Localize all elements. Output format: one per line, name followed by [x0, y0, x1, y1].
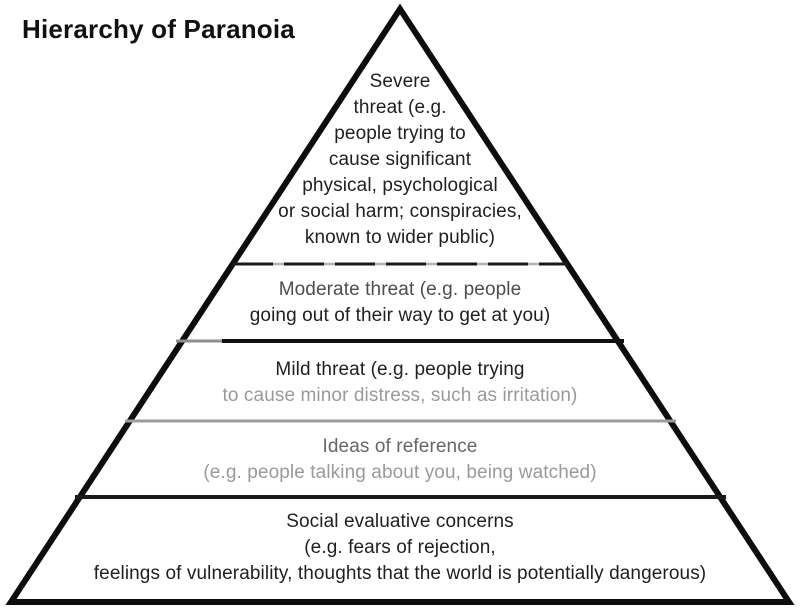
level-text-line: cause significant [328, 149, 472, 170]
level-text-line: Social evaluative concerns [286, 511, 514, 532]
level-ideas-of-reference: Ideas of reference (e.g. people talking … [0, 434, 800, 486]
level-text-line: Severe [369, 71, 431, 92]
level-text-line: or social harm; conspiracies, [278, 201, 522, 222]
level-text-line: (e.g. fears of rejection, [304, 537, 496, 558]
level-text-line: threat (e.g. [353, 97, 447, 118]
level-moderate-threat: Moderate threat (e.g. people going out o… [0, 277, 800, 329]
level-text-line: (e.g. people talking about you, being wa… [203, 462, 597, 483]
level-text-line: Moderate threat (e.g. people [278, 279, 522, 300]
diagram-title: Hierarchy of Paranoia [22, 14, 295, 44]
level-text-line: physical, psychological [302, 175, 498, 196]
level-text-line: Ideas of reference [322, 436, 478, 457]
level-text-line: feelings of vulnerability, thoughts that… [93, 563, 707, 584]
level-severe-threat: Severe threat (e.g. people trying to cau… [0, 69, 800, 251]
pyramid-triangle-outline [5, 3, 795, 605]
level-social-evaluative-concerns: Social evaluative concerns (e.g. fears o… [0, 509, 800, 587]
level-text-line: Mild threat (e.g. people trying [275, 359, 525, 380]
level-text-line: to cause minor distress, such as irritat… [222, 385, 578, 406]
level-text-line: going out of their way to get at you) [249, 305, 551, 326]
level-text-line: people trying to [334, 123, 466, 144]
level-text-line: known to wider public) [304, 227, 496, 248]
level-mild-threat: Mild threat (e.g. people trying to cause… [0, 357, 800, 409]
